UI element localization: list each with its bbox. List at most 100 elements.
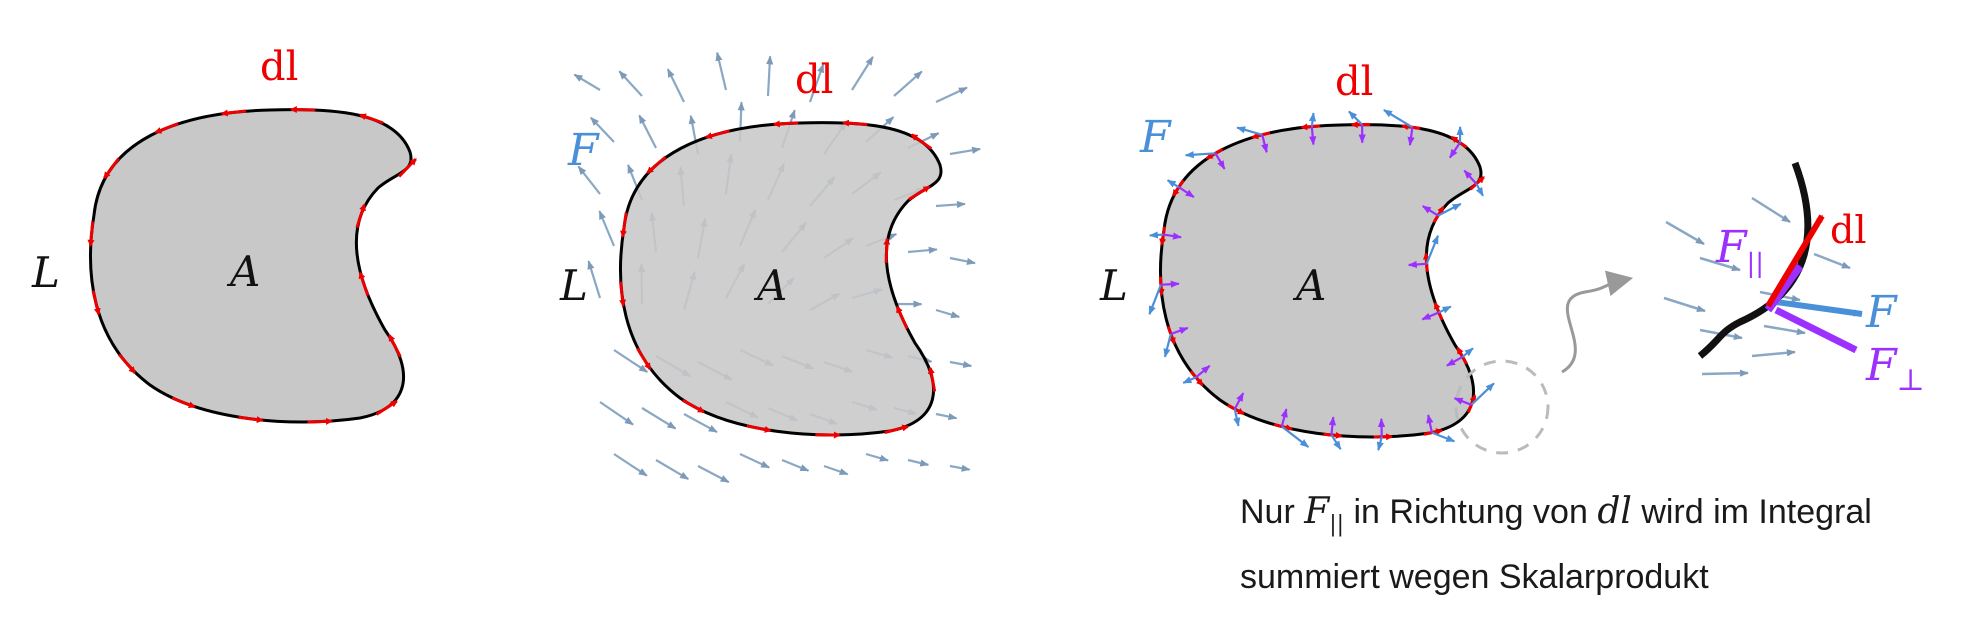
dl-arrow xyxy=(1300,123,1320,131)
field-arrow xyxy=(949,464,971,472)
f-perp-arrow xyxy=(1407,127,1415,147)
f-arrow xyxy=(1425,234,1439,265)
field-arrow xyxy=(655,459,690,481)
panel-3: dl F L A xyxy=(1099,59,1634,455)
f-perp-arrow xyxy=(1214,152,1226,170)
f-perp-arrow xyxy=(1446,355,1464,367)
dl-arrow xyxy=(927,366,937,392)
f-perp-arrow xyxy=(1195,364,1211,379)
field-arrow xyxy=(935,308,961,319)
field-arrow xyxy=(587,260,602,299)
area-label: A xyxy=(1292,261,1326,310)
field-arrow xyxy=(638,114,657,149)
caption-line-2: summiert wegen Skalarprodukt xyxy=(1240,558,1709,597)
dl-arrow xyxy=(619,281,627,307)
zoom-f-label: F xyxy=(1865,287,1898,338)
field-label: F xyxy=(1139,112,1172,163)
field-arrow xyxy=(949,256,976,265)
dl-arrow xyxy=(883,237,891,264)
f-perp-arrow xyxy=(1160,280,1180,288)
dl-arrow xyxy=(772,120,799,128)
zoom-f-perp-label: F⊥ xyxy=(1865,340,1925,398)
field-arrow xyxy=(935,200,966,209)
caption-dl: dl xyxy=(1597,491,1632,532)
f-arrow xyxy=(1163,333,1172,358)
dl-arrow xyxy=(908,185,931,201)
dl-arrow xyxy=(171,396,196,409)
dl-arrow xyxy=(388,334,402,358)
f-vector xyxy=(1775,299,1863,317)
f-arrow xyxy=(1148,284,1162,316)
field-arrow xyxy=(573,73,601,91)
f-arrow xyxy=(1308,112,1317,127)
dl-arrow xyxy=(355,203,366,229)
area-label: A xyxy=(753,261,787,310)
f-perp-arrow xyxy=(1421,205,1439,217)
dl-arrow xyxy=(91,290,101,316)
f-perp-arrow xyxy=(1261,134,1269,154)
dl-arrow xyxy=(842,119,868,127)
dl-label: dl xyxy=(260,44,298,90)
f-perp-arrow xyxy=(1233,392,1245,410)
dl-arrow xyxy=(398,158,417,178)
field-arrow xyxy=(949,360,973,369)
f-arrow xyxy=(1348,110,1363,126)
f-arrow xyxy=(1461,347,1474,358)
f-perp-arrow xyxy=(1421,311,1440,321)
field-arrow xyxy=(808,63,825,103)
zoom-field-arrows xyxy=(1663,196,1851,377)
field-arrow xyxy=(598,210,616,247)
f-arrow xyxy=(1376,436,1384,452)
f-perp-arrow xyxy=(1463,169,1478,185)
dl-arrow xyxy=(681,399,705,414)
f-arrow xyxy=(1383,109,1413,129)
area-label: A xyxy=(226,247,260,296)
field-arrow xyxy=(715,51,728,91)
field-arrow xyxy=(935,412,958,421)
f-arrow xyxy=(1236,126,1263,136)
dl-arrow xyxy=(910,133,933,150)
field-arrow xyxy=(618,70,643,97)
f-perp-arrow xyxy=(1449,142,1461,159)
field-arrow xyxy=(851,56,874,91)
dl-arrow xyxy=(87,221,95,247)
dl-arrow xyxy=(636,347,652,371)
f-arrow xyxy=(1438,305,1452,314)
dl-arrow xyxy=(117,353,136,374)
field-arrow xyxy=(666,68,685,103)
dl-arrow xyxy=(375,400,398,416)
field-arrow xyxy=(823,464,849,476)
dl-arrows xyxy=(619,119,937,439)
dl-arrow xyxy=(620,212,628,238)
field-arrow xyxy=(893,70,923,97)
f-arrow xyxy=(1148,231,1164,239)
caption-line-1: Nur F|| in Richtung von dl wird im Integ… xyxy=(1240,491,1872,538)
field-arrow xyxy=(577,165,601,195)
field-arrow xyxy=(739,453,770,469)
component-arrows xyxy=(1148,109,1495,452)
zoom-detail: dl F|| F F⊥ xyxy=(1663,161,1925,398)
zoom-dl-label: dl xyxy=(1830,208,1866,252)
f-arrow xyxy=(1470,382,1495,406)
f-arrow xyxy=(1281,425,1310,448)
field-arrow xyxy=(935,86,968,103)
field-arrow xyxy=(766,55,774,97)
dl-arrow xyxy=(895,305,909,330)
field-arrow xyxy=(949,146,982,156)
dl-arrow xyxy=(704,129,730,140)
dl-arrow xyxy=(220,109,247,117)
field-arrow xyxy=(613,453,648,477)
f-arrow xyxy=(1182,376,1197,384)
field-arrow xyxy=(781,458,810,472)
f-perp-arrow xyxy=(1280,408,1288,427)
zoom-connector xyxy=(1561,270,1634,374)
field-arrow xyxy=(865,452,889,462)
dl-arrow xyxy=(358,271,370,297)
f-perp-arrow xyxy=(1426,414,1434,433)
field-arrow xyxy=(907,458,930,467)
f-perp-arrow xyxy=(1328,416,1337,436)
f-arrow xyxy=(1184,151,1216,159)
zoom-circle xyxy=(1454,359,1550,455)
f-arrow xyxy=(1437,202,1462,217)
